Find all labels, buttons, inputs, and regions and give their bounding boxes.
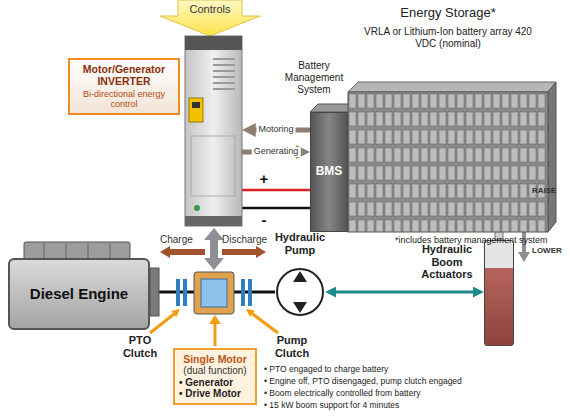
- diesel-engine: Diesel Engine: [8, 258, 150, 330]
- discharge-arrow: [222, 246, 266, 258]
- motor-generator: [194, 272, 234, 314]
- motor-generator: [194, 272, 234, 314]
- inverter-unit-outline: [194, 205, 200, 211]
- negative-wire: [242, 207, 310, 210]
- inverter-unit-outline: [213, 70, 235, 72]
- node-text: Bi-directional energy control: [73, 89, 175, 110]
- controls-arrow-outline: [160, 0, 260, 36]
- power-flow-arrow: [204, 228, 224, 270]
- bms-box: BMS: [310, 112, 348, 232]
- hydraulic-pump-outline: [293, 271, 307, 282]
- node-text: Energy Storage*: [348, 6, 548, 21]
- callout-arrow: [150, 314, 174, 333]
- part-label: LOWER: [532, 246, 562, 256]
- battery-array: Energy Storage*VRLA or Lithium-Ion batte…: [348, 92, 548, 232]
- hydraulic-pump-outline: [277, 269, 323, 315]
- battery-top-face: [348, 82, 556, 92]
- inverter-unit-outline: [185, 36, 242, 226]
- callout-arrow: [214, 322, 217, 346]
- inverter-unit-outline: [192, 102, 200, 108]
- callout-arrow: [150, 309, 278, 346]
- battery-array-outline: [348, 92, 548, 232]
- engine-head: [110, 243, 111, 258]
- part-label: RAISE: [532, 186, 556, 196]
- hydraulic-pump: Hydraulic Pump: [275, 267, 325, 317]
- node-text: VRLA or Lithium-Ion battery array 420 VD…: [363, 26, 533, 49]
- node-text: Motor/Generator INVERTER: [73, 63, 175, 87]
- edge-label: -: [260, 212, 269, 229]
- boom-cylinder: Hydraulic Boom Actuators: [484, 240, 514, 346]
- inverter-unit-outline: [213, 64, 235, 66]
- note-text: • 15 kW boom support for 4 minutes: [264, 400, 399, 410]
- inverter-unit-outline: [185, 36, 242, 226]
- pump-clutch-plates: [241, 279, 245, 306]
- node-text: Controls: [190, 3, 231, 16]
- edge-label: Generating: [252, 147, 301, 157]
- part-label: *includes battery management system: [395, 235, 555, 246]
- pump-clutch-plates: [248, 279, 252, 306]
- power-flow-arrow: [204, 228, 224, 270]
- inverter-unit-outline: [189, 98, 203, 122]
- callout-arrow: [209, 315, 221, 324]
- battery-side-face: [548, 82, 556, 232]
- node-text: Diesel Engine: [30, 285, 128, 302]
- note-text: • Boom electrically controlled from batt…: [264, 388, 421, 398]
- node-text: • Generator: [179, 377, 233, 389]
- node-text: Hydraulic Boom Actuators: [415, 243, 479, 281]
- part-label: Battery Management System: [280, 60, 348, 96]
- inverter-unit-outline: [213, 76, 235, 78]
- single-motor-box: Single Motor(dual function)• Generator• …: [173, 348, 257, 405]
- inverter-unit-outline: [213, 58, 235, 60]
- hydraulic-pump-outline: [293, 302, 307, 313]
- engine-head: [24, 242, 130, 259]
- node-text: BMS: [316, 165, 343, 179]
- part-label: Charge: [160, 234, 193, 246]
- positive-wire: [242, 189, 310, 192]
- node-text: (dual function): [183, 365, 246, 377]
- part-label: Discharge: [222, 234, 267, 246]
- inverter-label-box: Motor/Generator INVERTERBi-directional e…: [68, 58, 180, 115]
- battery-side-face: [548, 82, 556, 232]
- pto-clutch-plates: [176, 279, 180, 306]
- edge-label: Motoring: [256, 125, 295, 135]
- charge-arrow: [160, 246, 205, 258]
- node-text: Single Motor: [183, 353, 247, 365]
- pto-clutch-plates: [183, 279, 187, 306]
- engine-head: [24, 242, 130, 259]
- battery-array-outline: [348, 92, 548, 232]
- inverter-unit-outline: [185, 36, 242, 50]
- part-label: Pump Clutch: [262, 334, 322, 360]
- discharge-arrow: [222, 246, 266, 258]
- charge-arrow: [160, 246, 205, 258]
- callout-arrow: [171, 309, 180, 317]
- inverter-unit: Motor/Generator INVERTERBi-directional e…: [185, 36, 242, 226]
- inverter-unit-outline: [185, 216, 242, 226]
- pto-clutch-plates: [176, 279, 187, 306]
- pump-clutch-plates: [241, 279, 252, 306]
- part-label: PTO Clutch: [112, 334, 168, 360]
- hydraulic-pump-outline: [275, 267, 325, 317]
- node-text: Hydraulic Pump: [263, 231, 337, 256]
- inverter-unit-outline: [213, 82, 235, 84]
- motor-generator: [201, 279, 227, 307]
- inverter-unit-outline: [213, 88, 235, 90]
- note-text: • Engine off, PTO disengaged, pump clutc…: [264, 376, 462, 386]
- inverter-unit-outline: [191, 136, 235, 196]
- flywheel-housing: [150, 268, 159, 316]
- engine-head: [88, 243, 89, 258]
- engine-head: [66, 243, 67, 258]
- edge-label: +: [258, 171, 271, 188]
- flywheel-housing: [150, 268, 159, 316]
- hydraulic-line: [334, 291, 475, 294]
- callout-arrow: [246, 309, 255, 317]
- engine-head: [44, 243, 45, 258]
- battery-top-face: [348, 82, 556, 92]
- node-text: • Drive Motor: [179, 388, 241, 400]
- callout-arrow: [252, 314, 278, 333]
- note-text: • PTO engaged to charge battery: [264, 364, 388, 374]
- controls-arrow: Controls: [160, 0, 260, 36]
